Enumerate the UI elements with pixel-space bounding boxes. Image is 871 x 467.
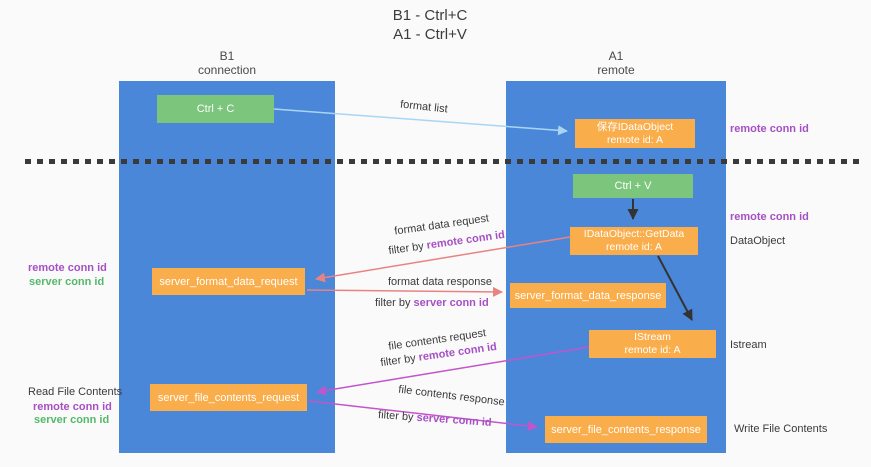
ctrl-v-label: Ctrl + V bbox=[614, 180, 652, 192]
server-file-contents-request-box: server_file_contents_request bbox=[150, 384, 307, 411]
istream-box: IStream remote id: A bbox=[589, 330, 716, 358]
dataobject-label: DataObject bbox=[730, 235, 786, 247]
idataobject-getdata-box: IDataObject::GetData remote id: A bbox=[570, 227, 698, 255]
server-file-contents-response-label: server_file_contents_response bbox=[551, 423, 701, 436]
istream-line2: remote id: A bbox=[624, 344, 681, 356]
left-column-header: B1 connection bbox=[119, 49, 335, 77]
server-conn-id-text: server conn id bbox=[413, 297, 489, 309]
format-data-response-filter-label: filter by server conn id bbox=[375, 297, 489, 309]
left-server-conn-id-label-2: server conn id bbox=[34, 414, 110, 426]
right-column-role: remote bbox=[597, 62, 635, 77]
server-format-data-request-box: server_format_data_request bbox=[152, 268, 305, 295]
filter-by-text: filter by bbox=[375, 297, 414, 309]
right-remote-conn-id-label-2: remote conn id bbox=[730, 211, 809, 223]
arrow-getdata-to-istream bbox=[657, 255, 693, 321]
left-remote-conn-id-label: remote conn id bbox=[28, 262, 107, 274]
save-idataobject-box: 保存IDataObject remote id: A bbox=[575, 119, 695, 148]
right-remote-conn-id-label: remote conn id bbox=[730, 123, 809, 135]
arrow-file-contents-request bbox=[316, 346, 590, 396]
idataobject-getdata-line1: IDataObject::GetData bbox=[583, 228, 685, 240]
title-line-2: A1 - Ctrl+V bbox=[393, 26, 467, 43]
server-file-contents-request-label: server_file_contents_request bbox=[157, 391, 300, 404]
right-column-header: A1 remote bbox=[506, 49, 726, 77]
left-server-conn-id-label: server conn id bbox=[29, 276, 105, 288]
istream-side-label: Istream bbox=[730, 339, 767, 351]
idataobject-getdata-line2: remote id: A bbox=[605, 241, 663, 253]
server-format-data-response-box: server_format_data_response bbox=[510, 283, 666, 308]
left-column-role: connection bbox=[197, 62, 257, 77]
ctrl-c-box: Ctrl + C bbox=[157, 95, 274, 123]
save-idataobject-line2: remote id: A bbox=[606, 133, 664, 146]
diagram-title: B1 - Ctrl+C A1 - Ctrl+V bbox=[0, 6, 860, 44]
title-line-1: B1 - Ctrl+C bbox=[392, 7, 468, 24]
server-format-data-request-label: server_format_data_request bbox=[159, 275, 298, 288]
arrow-format-data-request bbox=[315, 236, 571, 283]
write-file-contents-label: Write File Contents bbox=[734, 423, 828, 435]
left-column-name: B1 bbox=[219, 49, 235, 63]
left-remote-conn-id-label-2: remote conn id bbox=[33, 401, 112, 413]
arrow-format-data-response bbox=[306, 286, 503, 297]
right-column-name: A1 bbox=[608, 49, 624, 63]
istream-line1: IStream bbox=[634, 331, 671, 343]
save-idataobject-line1: 保存IDataObject bbox=[596, 120, 674, 133]
arrow-file-contents-response bbox=[308, 400, 538, 431]
format-data-response-label: format data response bbox=[388, 276, 492, 288]
arrow-format-list bbox=[273, 108, 568, 136]
dashed-separator-line bbox=[25, 159, 862, 164]
server-file-contents-response-box: server_file_contents_response bbox=[545, 416, 707, 443]
ctrl-v-box: Ctrl + V bbox=[573, 174, 693, 198]
read-file-contents-label: Read File Contents bbox=[28, 386, 123, 398]
server-format-data-response-label: server_format_data_response bbox=[514, 289, 662, 302]
ctrl-c-label: Ctrl + C bbox=[196, 103, 235, 115]
